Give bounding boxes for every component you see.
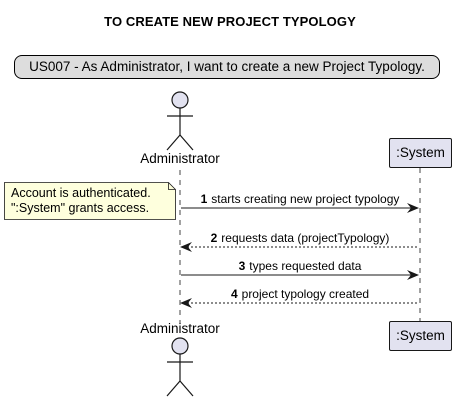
system-participant-bottom: :System xyxy=(389,321,452,351)
administrator-actor-icon-top xyxy=(166,91,194,151)
message-2-arrow xyxy=(180,242,419,252)
note-text: Account is authenticated. ":System" gran… xyxy=(11,186,151,216)
message-4-number: 4 xyxy=(230,287,238,301)
diagram-legend: US007 - As Administrator, I want to crea… xyxy=(14,55,440,79)
message-1-number: 1 xyxy=(200,192,208,206)
message-1-text: starts creating new project typology xyxy=(211,192,400,206)
message-3-number: 3 xyxy=(238,259,246,273)
administrator-actor-icon-bottom xyxy=(166,337,194,397)
message-2-text: requests data (projectTypology) xyxy=(221,231,390,245)
note-line-2: ":System" grants access. xyxy=(11,201,150,215)
message-3-arrow xyxy=(181,270,419,280)
administrator-label-bottom: Administrator xyxy=(140,321,220,336)
message-4-text: project typology created xyxy=(241,287,370,301)
note-line-1: Account is authenticated. xyxy=(11,186,151,200)
message-1-arrow xyxy=(181,203,419,213)
diagram-title: TO CREATE NEW PROJECT TYPOLOGY xyxy=(104,14,356,29)
system-participant-top: :System xyxy=(389,138,452,168)
message-3-text: types requested data xyxy=(249,259,362,273)
message-4-arrow xyxy=(180,298,419,308)
message-2-number: 2 xyxy=(210,231,218,245)
note-shape xyxy=(4,182,176,220)
administrator-label-top: Administrator xyxy=(140,151,220,166)
authentication-note: Account is authenticated. ":System" gran… xyxy=(4,182,176,220)
